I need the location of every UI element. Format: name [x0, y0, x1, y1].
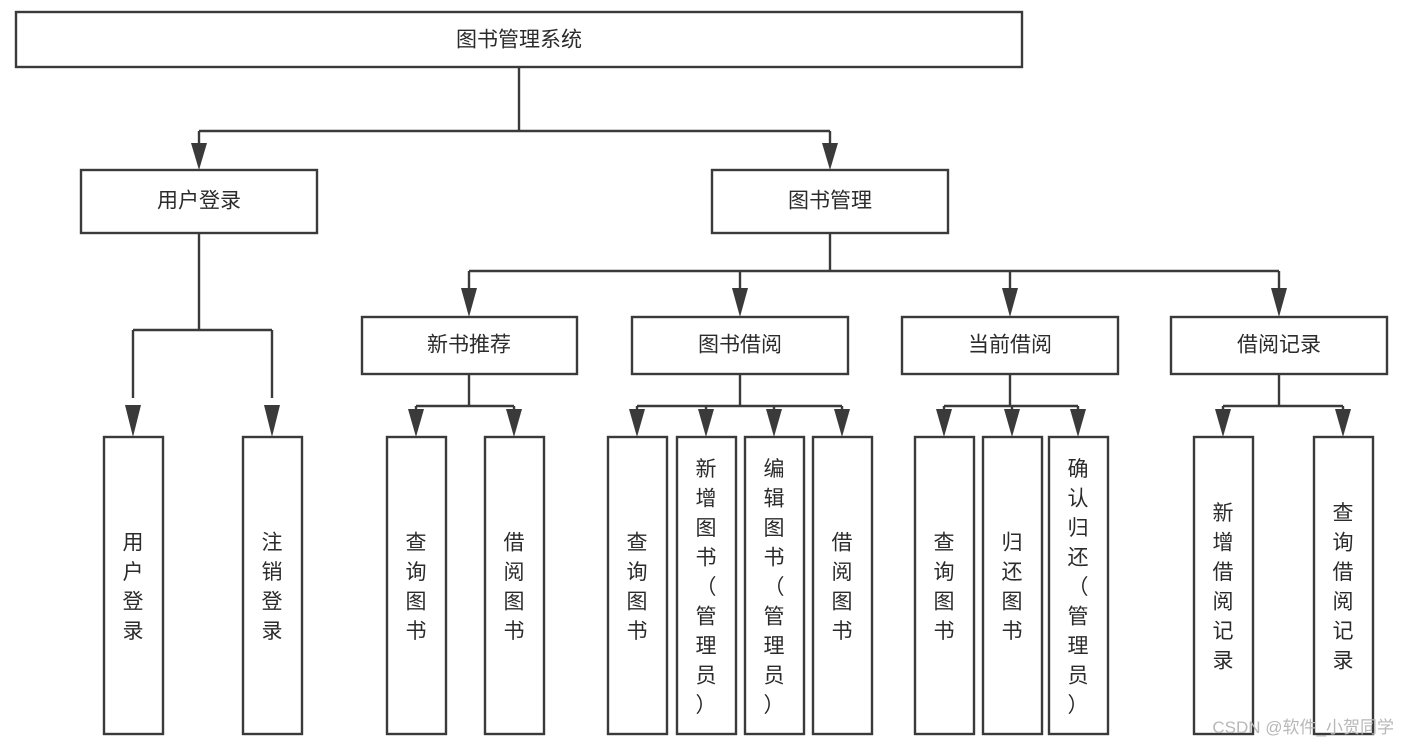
watermark-label: CSDN @软件_小贺同学 [1212, 718, 1394, 737]
node-leaf-query-book-3-box[interactable] [913, 435, 976, 736]
node-leaf-query-borrow-record-label: 查询借阅记录 [1333, 502, 1354, 673]
node-borrow-record[interactable]: 借阅记录 [1169, 315, 1389, 376]
node-leaf-query-book-3-label: 查询图书 [934, 532, 955, 644]
arrow-head-leaf-query-book-3 [936, 409, 952, 437]
node-leaf-borrow-book-1[interactable]: 借阅图书 [483, 435, 546, 736]
arrow-head-leaf-return-book [1004, 409, 1020, 437]
node-leaf-borrow-book-1-label: 借阅图书 [504, 532, 525, 644]
node-root-label: 图书管理系统 [456, 29, 582, 52]
node-leaf-query-borrow-record[interactable]: 查询借阅记录 [1312, 435, 1375, 736]
arrow-head-leaf-query-book-2 [629, 409, 645, 437]
node-leaf-return-book-box[interactable] [981, 435, 1044, 736]
arrow-head-current-borrow [1002, 288, 1018, 317]
node-leaf-return-book[interactable]: 归还图书 [981, 435, 1044, 736]
arrow-head-leaf-confirm-return-admin [1070, 409, 1086, 437]
node-leaf-add-borrow-record-box[interactable] [1192, 435, 1255, 736]
arrow-head-leaf-logout-login [264, 405, 280, 437]
node-leaf-confirm-return-admin-box[interactable] [1047, 435, 1110, 736]
node-leaf-edit-book-admin-box[interactable] [743, 435, 806, 736]
node-leaf-query-book-1-box[interactable] [385, 435, 448, 736]
node-book-management-box[interactable] [710, 168, 950, 235]
arrow-head-leaf-edit-book-admin [766, 409, 782, 437]
node-leaf-query-book-2-label: 查询图书 [627, 532, 648, 644]
node-current-borrow-label: 当前借阅 [968, 334, 1052, 357]
node-leaf-user-login[interactable]: 用户登录 [102, 435, 165, 736]
node-leaf-borrow-book-2-label: 借阅图书 [832, 532, 853, 644]
arrow-head-leaf-query-book-1 [408, 409, 424, 437]
node-book-management[interactable]: 图书管理 [710, 168, 950, 235]
arrow-head-leaf-borrow-book-2 [834, 409, 850, 437]
node-new-book-recommend[interactable]: 新书推荐 [360, 315, 579, 376]
node-user-login-label: 用户登录 [157, 190, 241, 213]
arrow-head-leaf-query-borrow-record [1335, 409, 1351, 437]
node-new-book-recommend-box[interactable] [360, 315, 579, 376]
node-user-login[interactable]: 用户登录 [79, 168, 319, 235]
node-leaf-borrow-book-2[interactable]: 借阅图书 [811, 435, 874, 736]
node-leaf-return-book-label: 归还图书 [1002, 532, 1023, 644]
node-book-borrow-box[interactable] [630, 315, 850, 376]
arrow-head-leaf-borrow-book-1 [506, 409, 522, 437]
node-leaf-add-book-admin-label: 新增图书（管理员） [696, 458, 717, 717]
node-book-borrow[interactable]: 图书借阅 [630, 315, 850, 376]
arrow-head-leaf-add-book-admin [698, 409, 714, 437]
node-leaf-logout-login-box[interactable] [241, 435, 304, 736]
node-leaf-user-login-box[interactable] [102, 435, 165, 736]
node-root-box[interactable] [14, 10, 1024, 69]
arrow-head-book-borrow [732, 288, 748, 317]
node-current-borrow-box[interactable] [900, 315, 1120, 376]
node-leaf-edit-book-admin[interactable]: 编辑图书（管理员） [743, 435, 806, 736]
node-current-borrow[interactable]: 当前借阅 [900, 315, 1120, 376]
node-leaf-query-book-2-box[interactable] [606, 435, 669, 736]
node-user-login-box[interactable] [79, 168, 319, 235]
node-leaf-confirm-return-admin[interactable]: 确认归还（管理员） [1047, 435, 1110, 736]
node-root[interactable]: 图书管理系统 [14, 10, 1024, 69]
node-leaf-add-borrow-record[interactable]: 新增借阅记录 [1192, 435, 1255, 736]
node-leaf-query-book-3[interactable]: 查询图书 [913, 435, 976, 736]
node-leaf-borrow-book-2-box[interactable] [811, 435, 874, 736]
arrow-head-new-book-recommend [461, 288, 477, 317]
node-leaf-borrow-book-1-box[interactable] [483, 435, 546, 736]
node-borrow-record-box[interactable] [1169, 315, 1389, 376]
arrow-head-borrow-record [1271, 288, 1287, 317]
node-leaf-user-login-label: 用户登录 [123, 532, 144, 644]
node-leaf-confirm-return-admin-label: 确认归还（管理员） [1068, 458, 1089, 717]
node-leaf-query-borrow-record-box[interactable] [1312, 435, 1375, 736]
node-new-book-recommend-label: 新书推荐 [427, 334, 511, 357]
arrow-head-book-management [822, 143, 838, 170]
node-leaf-add-book-admin[interactable]: 新增图书（管理员） [675, 435, 738, 736]
node-leaf-query-book-2[interactable]: 查询图书 [606, 435, 669, 736]
node-book-borrow-label: 图书借阅 [698, 334, 782, 357]
node-leaf-edit-book-admin-label: 编辑图书（管理员） [764, 458, 785, 717]
arrow-head-leaf-add-borrow-record [1215, 409, 1231, 437]
node-borrow-record-label: 借阅记录 [1237, 334, 1321, 357]
arrow-head-leaf-user-login [125, 405, 141, 437]
node-leaf-logout-login[interactable]: 注销登录 [241, 435, 304, 736]
node-leaf-add-book-admin-box[interactable] [675, 435, 738, 736]
node-book-management-label: 图书管理 [788, 190, 872, 213]
node-leaf-add-borrow-record-label: 新增借阅记录 [1213, 502, 1234, 673]
node-leaf-query-book-1-label: 查询图书 [406, 532, 427, 644]
node-leaf-query-book-1[interactable]: 查询图书 [385, 435, 448, 736]
connector-layer [125, 67, 1351, 437]
node-leaf-logout-login-label: 注销登录 [262, 532, 283, 644]
arrow-head-user-login [191, 143, 207, 170]
